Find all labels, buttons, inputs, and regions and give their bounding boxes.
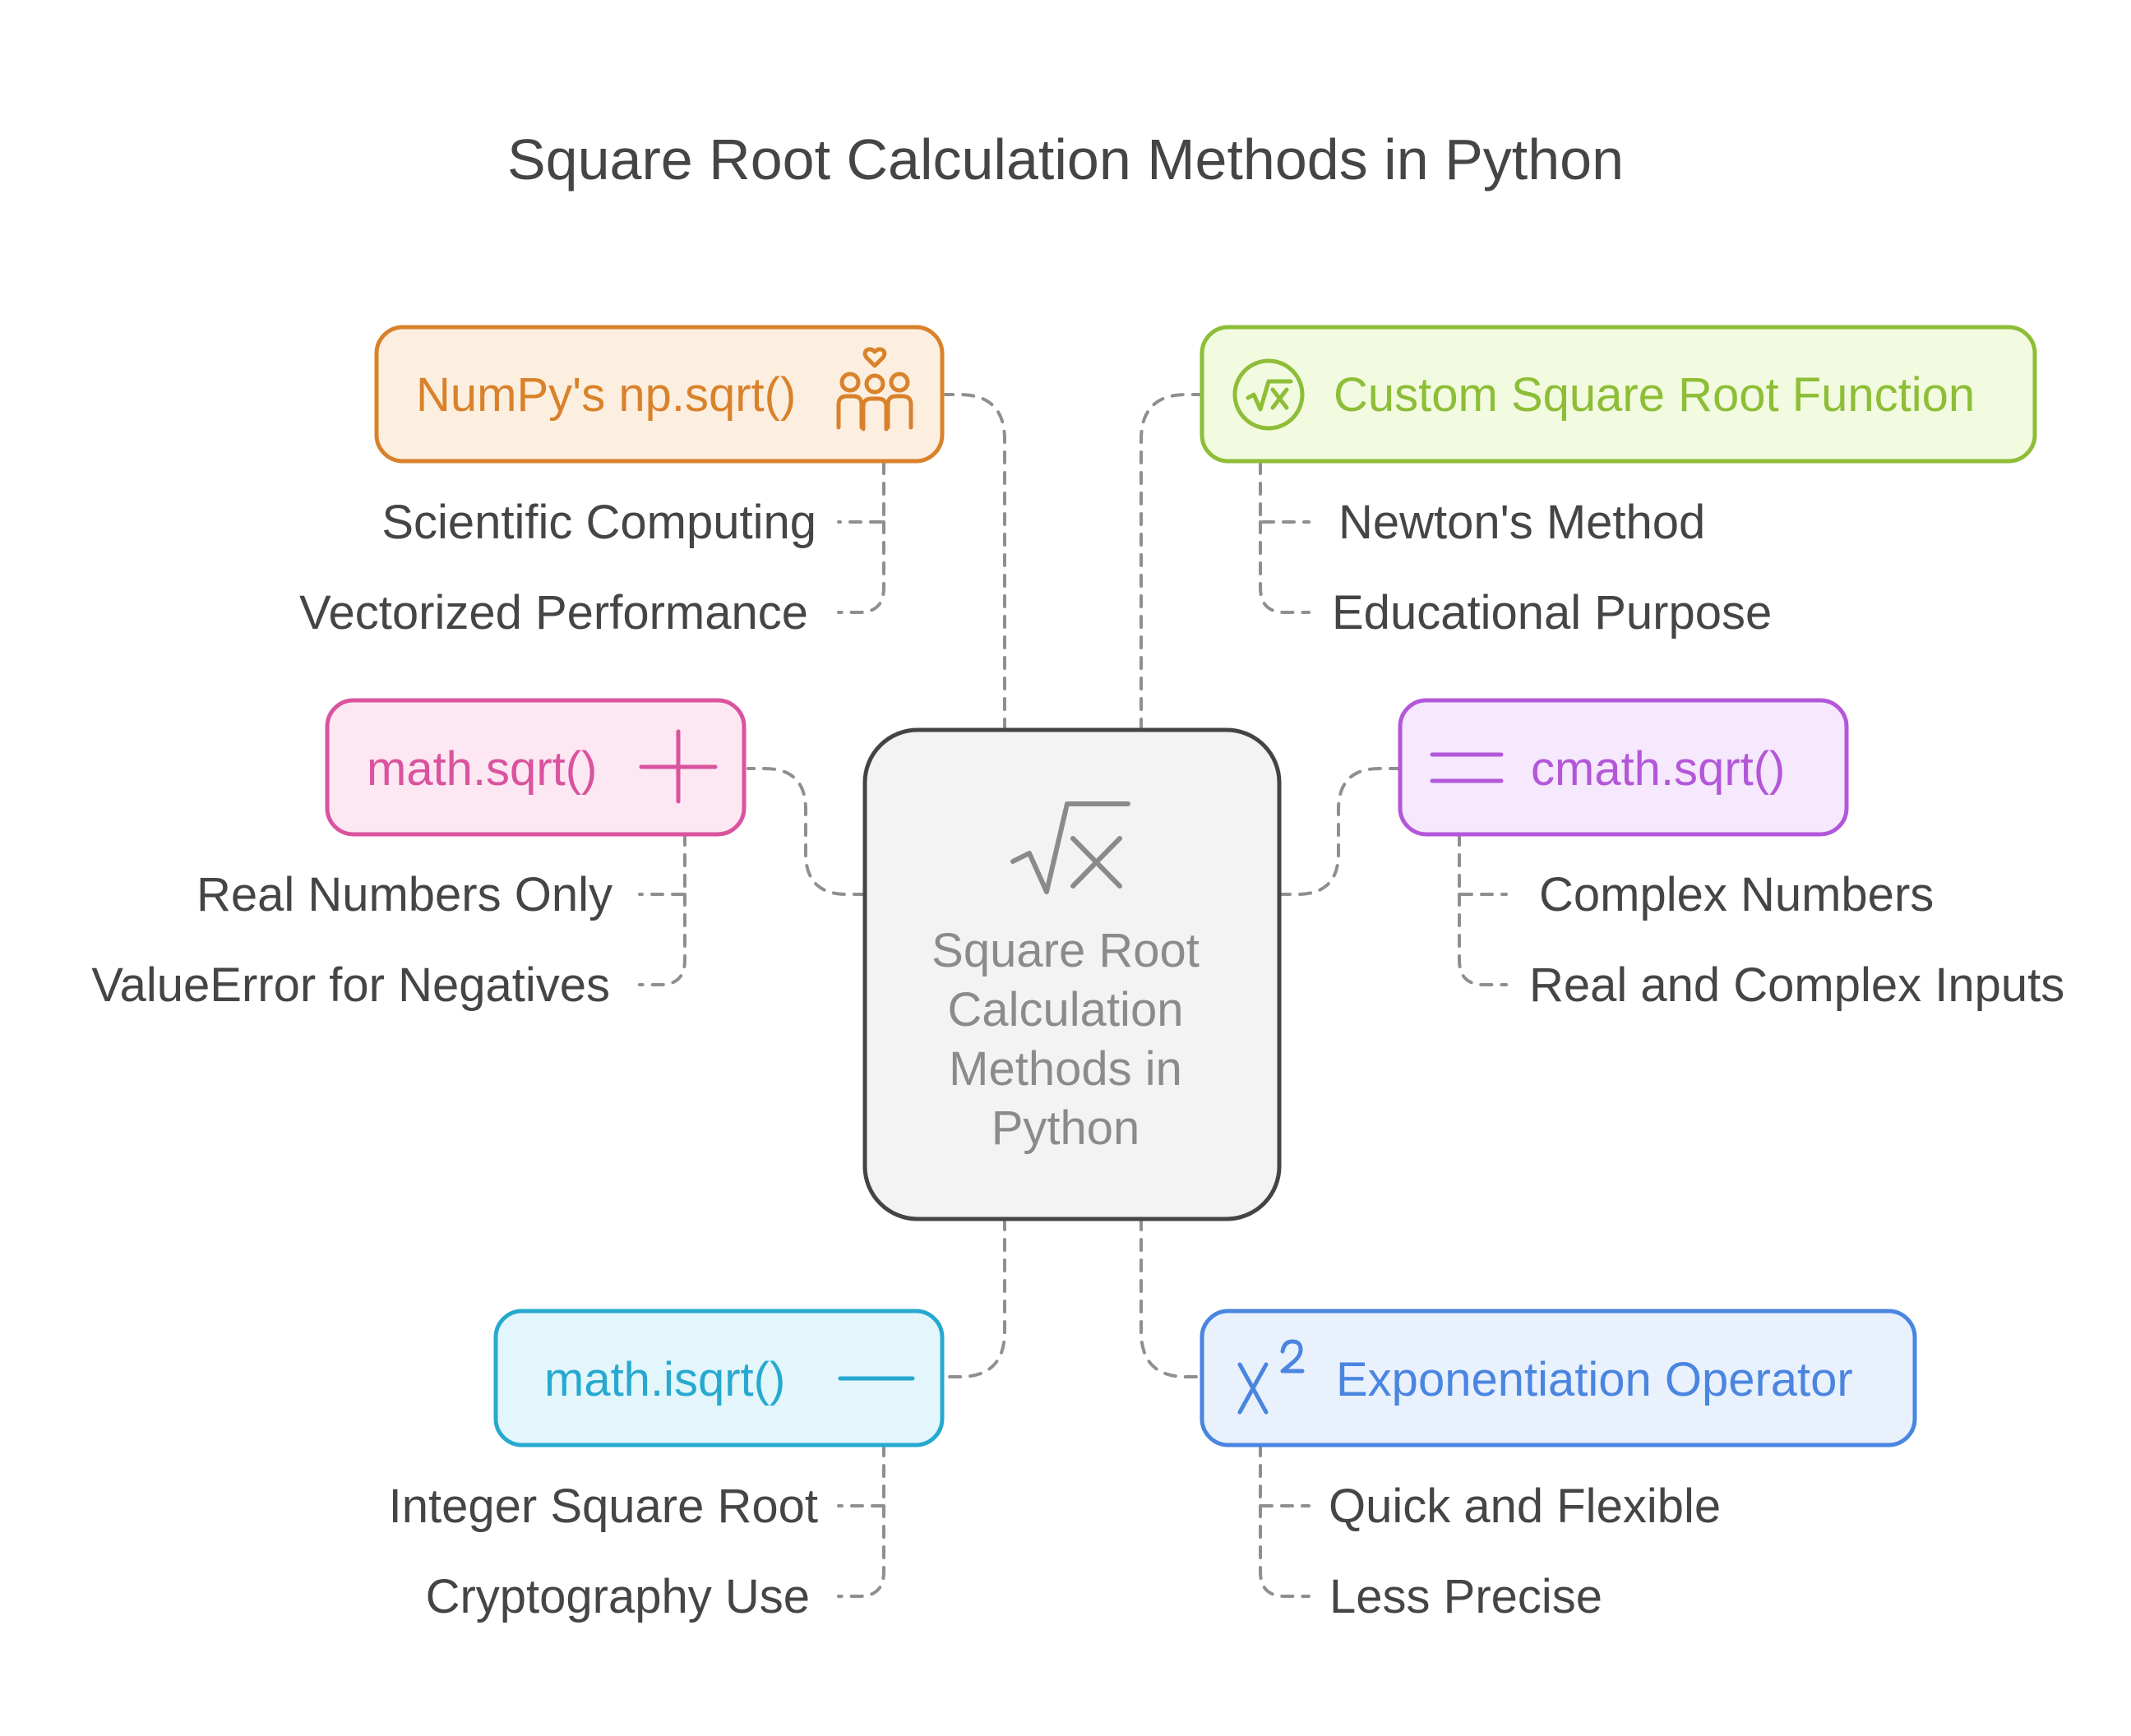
connector-cmath-item-1 xyxy=(1458,833,1508,896)
connector-numpy xyxy=(944,393,1006,732)
plus-icon xyxy=(639,729,718,804)
x-squared-icon xyxy=(1237,1339,1305,1415)
connector-numpy-item-2 xyxy=(837,520,885,614)
people-group-icon xyxy=(836,347,913,432)
node-exponent-label: Exponentiation Operator xyxy=(1336,1353,1853,1406)
center-label-line-2: Calculation xyxy=(948,983,1184,1037)
center-label-line-3: Methods in xyxy=(949,1042,1182,1096)
connector-exponent-item-2 xyxy=(1259,1504,1310,1598)
numpy-item-2: Vectorized Performance xyxy=(299,586,808,639)
center-label-line-4: Python xyxy=(992,1101,1140,1155)
equals-icon xyxy=(1430,752,1504,783)
node-custom: Custom Square Root Function xyxy=(1200,325,2037,464)
connector-exponent xyxy=(1139,1217,1202,1378)
numpy-item-1: Scientific Computing xyxy=(381,496,816,549)
node-math-isqrt-label: math.isqrt() xyxy=(544,1353,785,1406)
node-math-isqrt: math.isqrt() xyxy=(493,1309,945,1447)
connector-exponent-item-1 xyxy=(1259,1443,1310,1507)
square-root-icon xyxy=(1010,801,1130,894)
exponent-item-1: Quick and Flexible xyxy=(1329,1480,1721,1533)
connector-isqrt-item-2 xyxy=(837,1504,885,1598)
item-connectors xyxy=(638,461,1508,1598)
math-sqrt-item-1: Real Numbers Only xyxy=(196,868,612,921)
square-root-circle-icon xyxy=(1232,358,1305,431)
connector-math-isqrt xyxy=(944,1217,1006,1378)
connector-numpy-item-1 xyxy=(837,461,885,524)
isqrt-item-2: Cryptography Use xyxy=(426,1570,810,1623)
isqrt-item-1: Integer Square Root xyxy=(389,1480,818,1533)
connector-math-sqrt-item-1 xyxy=(638,833,686,896)
node-cmath-sqrt: cmath.sqrt() xyxy=(1398,698,1849,837)
connector-math-sqrt xyxy=(747,767,867,896)
node-math-sqrt: math.sqrt() xyxy=(325,698,747,837)
math-sqrt-item-2: ValueError for Negatives xyxy=(91,958,610,1012)
custom-item-1: Newton's Method xyxy=(1338,496,1705,549)
connector-isqrt-item-1 xyxy=(837,1443,885,1507)
exponent-item-2: Less Precise xyxy=(1329,1570,1602,1623)
connector-cmath-item-2 xyxy=(1458,893,1508,986)
center-label-line-1: Square Root xyxy=(931,924,1200,977)
connector-custom-item-1 xyxy=(1259,461,1310,524)
center-connectors xyxy=(747,393,1399,1378)
node-math-sqrt-label: math.sqrt() xyxy=(367,742,597,796)
cmath-item-1: Complex Numbers xyxy=(1539,868,1934,921)
node-exponent: Exponentiation Operator xyxy=(1200,1309,1917,1447)
connector-custom xyxy=(1139,393,1202,732)
connector-cmath-sqrt xyxy=(1278,767,1399,896)
node-custom-label: Custom Square Root Function xyxy=(1334,368,1975,422)
cmath-item-2: Real and Complex Inputs xyxy=(1529,958,2064,1012)
center-node: Square Root Calculation Methods in Pytho… xyxy=(862,727,1282,1221)
connector-custom-item-2 xyxy=(1259,520,1310,614)
node-cmath-sqrt-label: cmath.sqrt() xyxy=(1531,742,1785,796)
node-numpy: NumPy's np.sqrt() xyxy=(374,325,945,464)
custom-item-2: Educational Purpose xyxy=(1332,586,1772,639)
node-numpy-label: NumPy's np.sqrt() xyxy=(416,368,796,422)
diagram-title: Square Root Calculation Methods in Pytho… xyxy=(507,127,1624,192)
connector-math-sqrt-item-2 xyxy=(638,893,686,986)
